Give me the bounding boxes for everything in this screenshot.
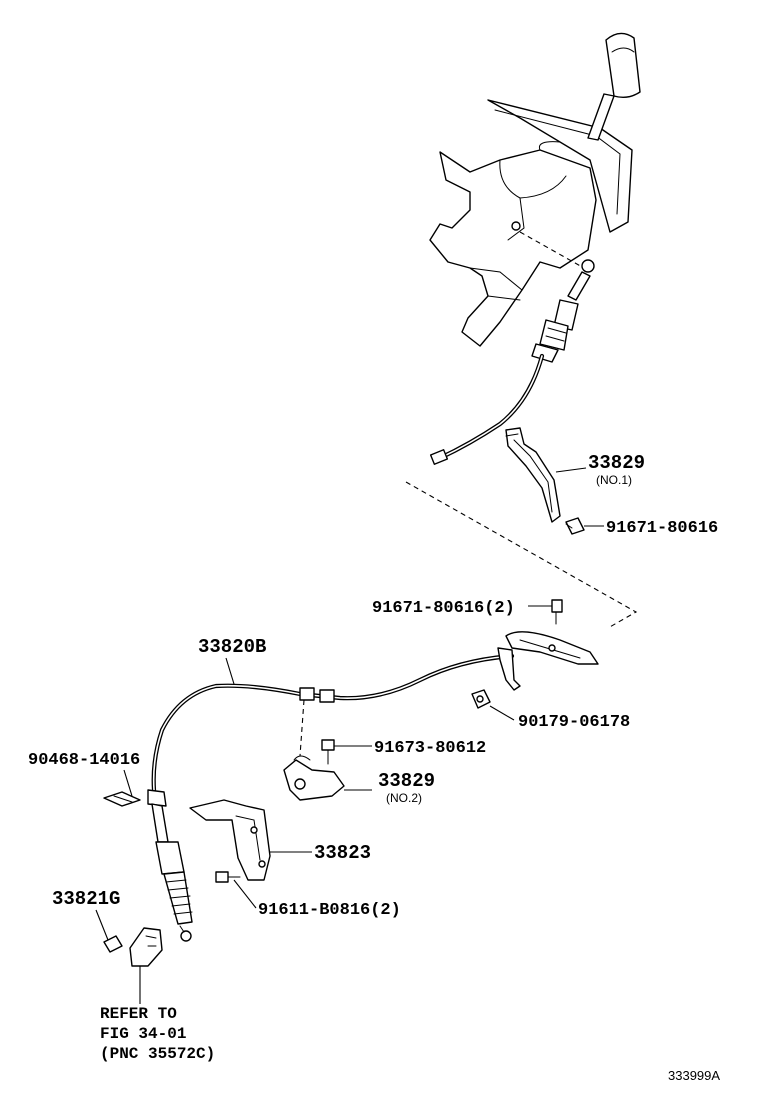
- figure-id: 333999A: [668, 1068, 720, 1083]
- refer-note-line3: (PNC 35572C): [100, 1045, 215, 1063]
- refer-note-line2: FIG 34-01: [100, 1025, 186, 1043]
- main-cable: [151, 653, 515, 793]
- label-91671-80616-2: 91671-80616(2): [372, 599, 515, 618]
- label-33820B: 33820B: [198, 636, 266, 658]
- bolt-91673-80612: [321, 739, 335, 765]
- refer-note-line1: REFER TO: [100, 1005, 177, 1023]
- clip-90468-14016: [103, 791, 141, 807]
- nut-33821G: [103, 935, 123, 953]
- clip-33829-no2: [283, 755, 345, 801]
- shift-lever-lower: [505, 631, 599, 665]
- bracket-33829-no1: [505, 427, 561, 523]
- label-91671-80616: 91671-80616: [606, 519, 718, 538]
- shift-knob: [605, 32, 641, 99]
- cable-upper-end: [531, 259, 595, 363]
- shift-lever-assembly: [429, 32, 641, 347]
- label-33829-no1: 33829: [588, 452, 645, 474]
- bracket-33823: [189, 799, 271, 881]
- refer-bracket: [129, 927, 163, 967]
- label-33829-no2: 33829: [378, 770, 435, 792]
- label-90179-06178: 90179-06178: [518, 713, 630, 732]
- label-91611-B0816-2: 91611-B0816(2): [258, 901, 401, 920]
- cable-lower-end: [147, 789, 193, 942]
- label-90468-14016: 90468-14016: [28, 751, 140, 770]
- label-33829-no1-sub: (NO.1): [596, 473, 632, 487]
- label-33823: 33823: [314, 842, 371, 864]
- label-33829-no2-sub: (NO.2): [386, 791, 422, 805]
- bolt-91671-80616: [565, 517, 585, 535]
- nut-90179-06178: [471, 689, 491, 709]
- bolt-91671-80616-2: [551, 599, 563, 625]
- label-91673-80612: 91673-80612: [374, 739, 486, 758]
- upper-cable: [437, 353, 545, 461]
- label-33821G: 33821G: [52, 888, 120, 910]
- bolt-91611-B0816: [215, 871, 241, 883]
